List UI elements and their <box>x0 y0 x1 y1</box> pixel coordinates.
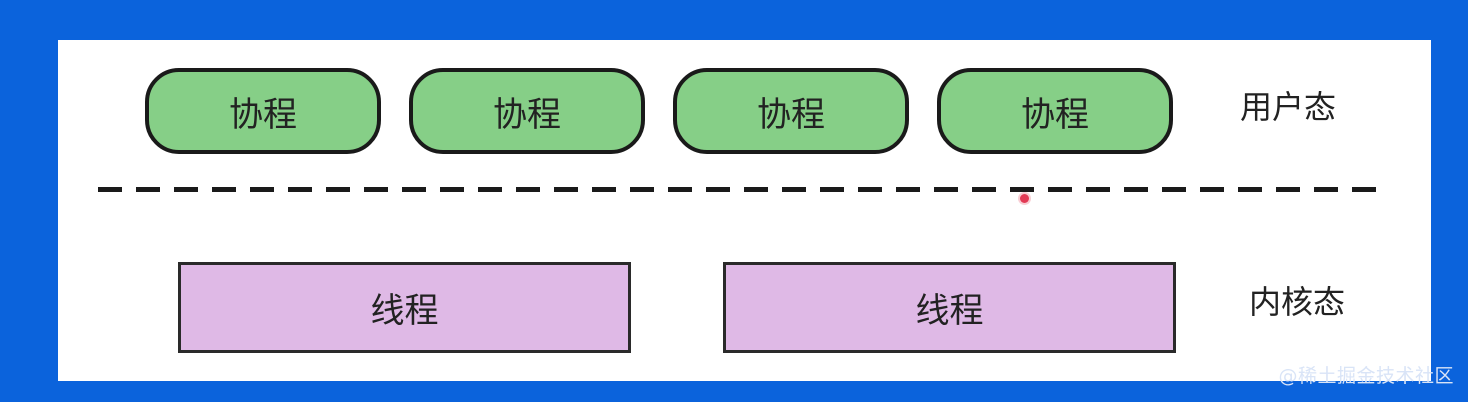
coroutine-box: 协程 <box>409 68 645 154</box>
cursor-dot-icon <box>1020 194 1029 203</box>
coroutine-label: 协程 <box>757 94 825 135</box>
mode-boundary-dashed-line <box>98 187 1382 192</box>
coroutine-label: 协程 <box>1021 94 1089 135</box>
thread-box: 线程 <box>723 262 1176 353</box>
thread-label: 线程 <box>370 291 439 331</box>
coroutine-label: 协程 <box>493 94 561 135</box>
coroutine-label: 协程 <box>229 94 297 135</box>
site-watermark: @稀土掘金技术社区 <box>1278 365 1454 387</box>
user-mode-label: 用户态 <box>1240 88 1337 126</box>
thread-box: 线程 <box>178 262 631 353</box>
thread-label: 线程 <box>915 291 984 331</box>
coroutine-box: 协程 <box>145 68 381 154</box>
kernel-mode-label: 内核态 <box>1249 283 1346 321</box>
coroutine-box: 协程 <box>673 68 909 154</box>
coroutine-box: 协程 <box>937 68 1173 154</box>
